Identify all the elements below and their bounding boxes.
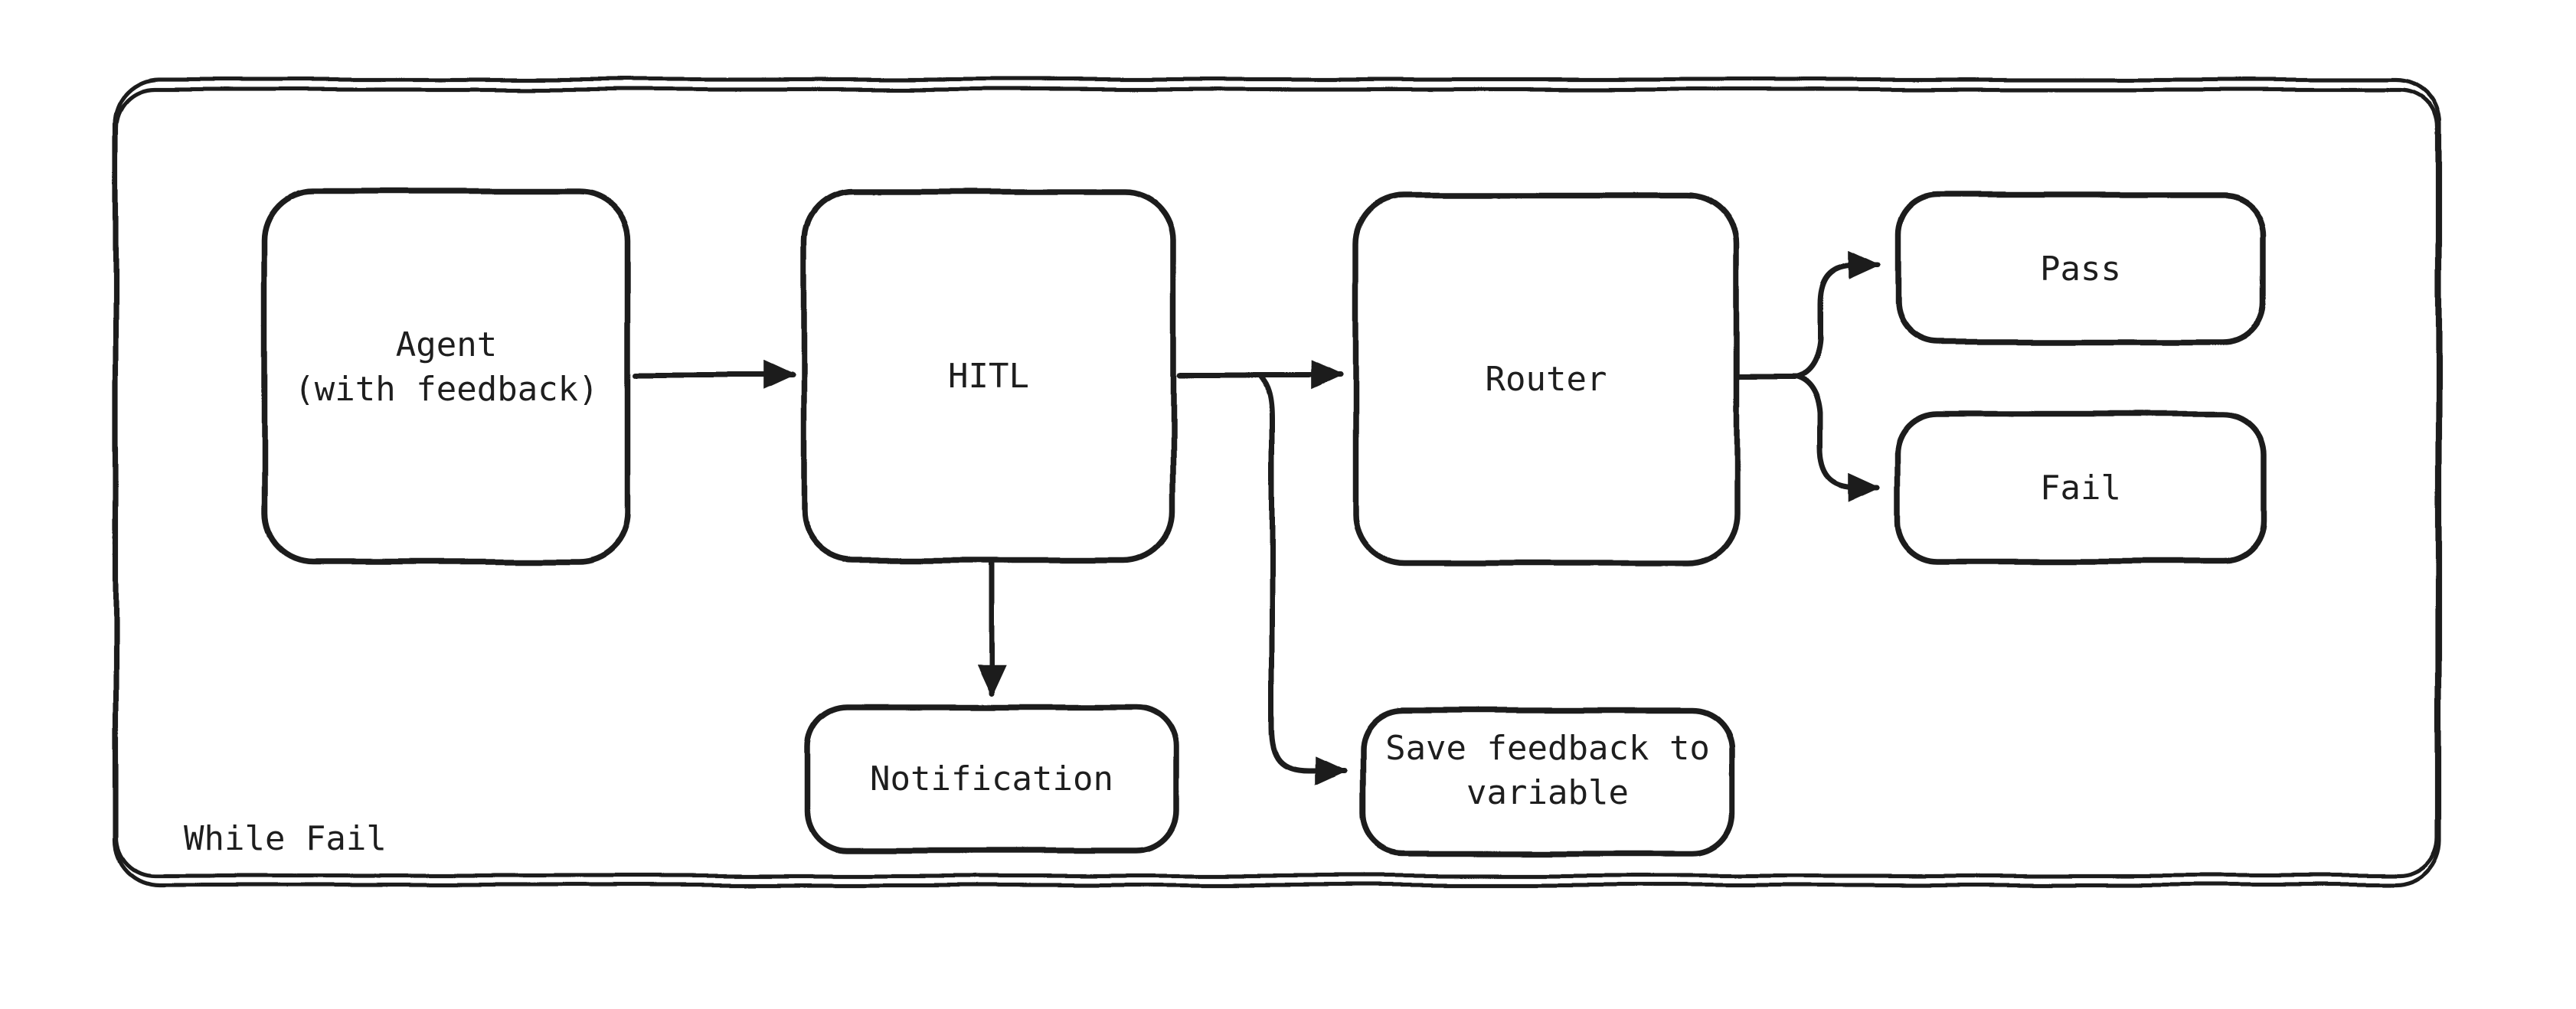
node-hitl-label: HITL [948, 357, 1029, 396]
node-notification [804, 704, 1179, 854]
node-hitl [801, 188, 1176, 563]
node-fail [1894, 411, 2267, 564]
while-fail-container-label: While Fail [184, 819, 387, 858]
while-fail-container-outline-inner [114, 87, 2440, 878]
node-pass-label: Pass [2040, 250, 2121, 289]
node-save-feedback-label-line-1: Save feedback to [1385, 729, 1710, 768]
node-pass [1894, 192, 2267, 345]
node-router-label: Router [1486, 360, 1607, 399]
node-agent-label-line-1: Agent [396, 325, 497, 364]
edge-hitl-to-save-feedback [1257, 374, 1348, 785]
node-router [1352, 192, 1740, 566]
edge-router-to-pass [1794, 250, 1881, 379]
edge-router-to-fail [1794, 373, 1881, 503]
node-agent [261, 188, 631, 565]
node-notification-label: Notification [870, 759, 1113, 798]
node-save-feedback [1360, 707, 1735, 857]
node-agent-label-line-2: (with feedback) [294, 370, 598, 409]
node-fail-label: Fail [2040, 469, 2121, 508]
node-save-feedback-label-line-2: variable [1466, 773, 1629, 812]
